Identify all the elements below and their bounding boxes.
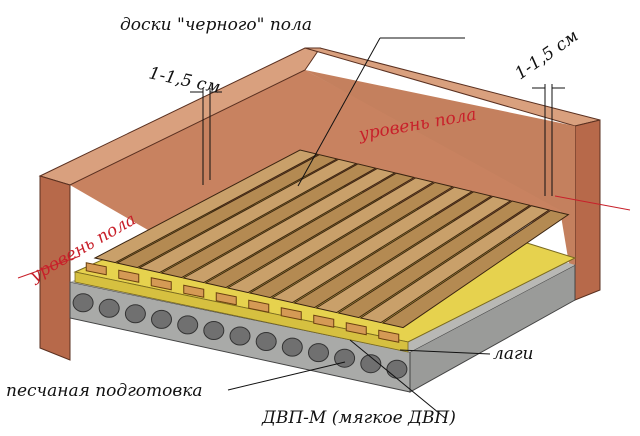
label-joists: лаги bbox=[493, 344, 534, 364]
slab-hole bbox=[98, 298, 120, 318]
slab-hole bbox=[124, 304, 146, 324]
slab-hole bbox=[151, 309, 172, 329]
floor-board bbox=[381, 209, 570, 329]
slab-hole bbox=[203, 321, 225, 340]
joist bbox=[150, 277, 172, 291]
slab-hole bbox=[281, 337, 303, 357]
slab-hole bbox=[386, 359, 408, 379]
floor-board bbox=[204, 172, 416, 289]
slab-hole bbox=[177, 315, 199, 335]
joist bbox=[215, 292, 237, 306]
joist bbox=[85, 262, 107, 276]
floor-board bbox=[93, 149, 320, 264]
left-wall-front bbox=[39, 175, 71, 361]
floor-board bbox=[137, 158, 358, 274]
floor-board bbox=[292, 191, 493, 309]
joists bbox=[85, 262, 400, 343]
joist bbox=[248, 299, 270, 313]
joist bbox=[378, 329, 400, 343]
label-gap-right: 1-1,5 см bbox=[511, 26, 582, 84]
leader-lines bbox=[227, 37, 491, 419]
joist bbox=[345, 322, 367, 336]
floor-board bbox=[315, 195, 512, 314]
right-wall-inner bbox=[305, 70, 575, 300]
floor-board bbox=[115, 154, 339, 269]
slab-hole bbox=[72, 293, 94, 313]
slab-hole bbox=[255, 332, 277, 351]
label-boards: доски "черного" пола bbox=[120, 15, 312, 35]
floor-board bbox=[359, 205, 551, 324]
floor-board bbox=[337, 200, 532, 319]
joist bbox=[313, 314, 335, 328]
floor-board bbox=[182, 168, 397, 284]
label-fiberboard: ДВП-М (мягкое ДВП) bbox=[261, 408, 456, 428]
slab-holes bbox=[72, 293, 408, 379]
label-sand: песчаная подготовка bbox=[6, 381, 203, 401]
floor-board bbox=[270, 186, 474, 304]
floor-board bbox=[248, 181, 454, 299]
joist bbox=[280, 307, 302, 321]
floor-level-lines bbox=[17, 195, 631, 279]
slab-hole bbox=[308, 343, 329, 363]
joist bbox=[183, 284, 205, 298]
floor-board bbox=[226, 177, 435, 294]
right-wall-front bbox=[574, 119, 601, 301]
label-gap-left: 1-1,5 см bbox=[147, 63, 222, 98]
slab-hole bbox=[334, 348, 356, 368]
joist bbox=[118, 269, 140, 283]
slab-hole bbox=[360, 354, 382, 374]
dimension-markers bbox=[190, 84, 565, 196]
floor-board bbox=[160, 163, 377, 279]
floor-boards bbox=[93, 149, 570, 329]
slab-hole bbox=[229, 326, 251, 346]
